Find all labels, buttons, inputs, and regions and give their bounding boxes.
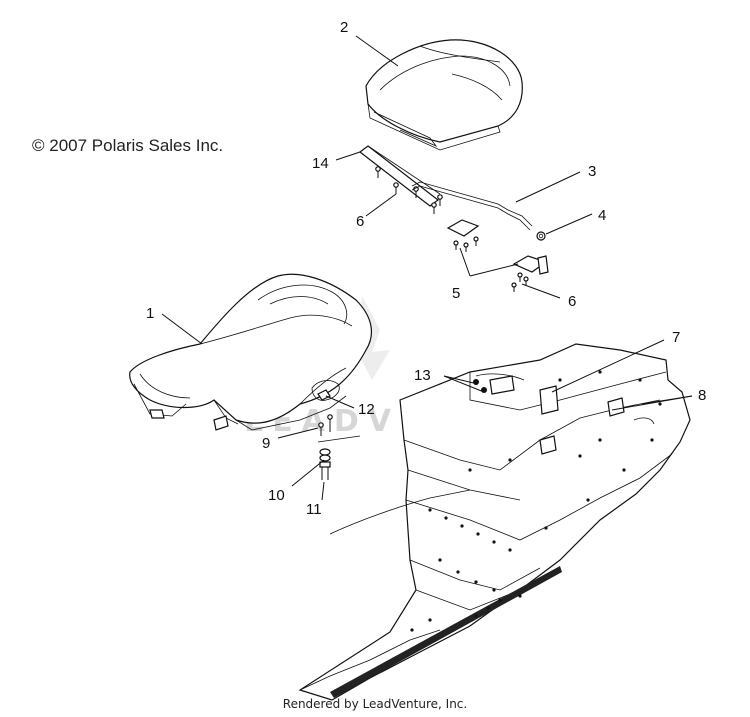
seat-cushion-upper xyxy=(365,39,523,151)
bracket-lower xyxy=(511,255,549,292)
callout-5: 5 xyxy=(452,285,460,302)
callout-8: 8 xyxy=(698,387,706,404)
callout-7: 7 xyxy=(672,329,680,346)
callout-10: 10 xyxy=(268,487,285,504)
callout-11: 11 xyxy=(306,501,322,518)
callout-13: 13 xyxy=(414,367,431,384)
screw-9 xyxy=(318,414,333,436)
callout-2: 2 xyxy=(340,19,348,36)
bracket-upper xyxy=(446,219,480,252)
callout-4: 4 xyxy=(598,207,606,224)
support-rod xyxy=(411,181,533,231)
bolt-11 xyxy=(319,461,331,480)
washer-10 xyxy=(319,448,331,462)
leader-lines xyxy=(161,35,693,501)
nut xyxy=(536,231,546,241)
callout-12: 12 xyxy=(358,401,375,418)
copyright-text: © 2007 Polaris Sales Inc. xyxy=(32,136,224,155)
callout-1: 1 xyxy=(146,305,154,322)
footer-text: Rendered by LeadVenture, Inc. xyxy=(282,697,468,711)
callout-3: 3 xyxy=(588,163,596,180)
callout-labels: 2 14 3 4 6 5 6 1 12 9 10 11 13 7 8 xyxy=(146,19,706,518)
callout-14: 14 xyxy=(312,155,329,172)
callout-9: 9 xyxy=(262,435,270,452)
callout-6a: 6 xyxy=(356,213,364,230)
chassis-frame xyxy=(298,343,691,701)
mounting-plate xyxy=(359,145,441,207)
callout-6b: 6 xyxy=(568,293,576,310)
main-seat xyxy=(129,273,373,431)
